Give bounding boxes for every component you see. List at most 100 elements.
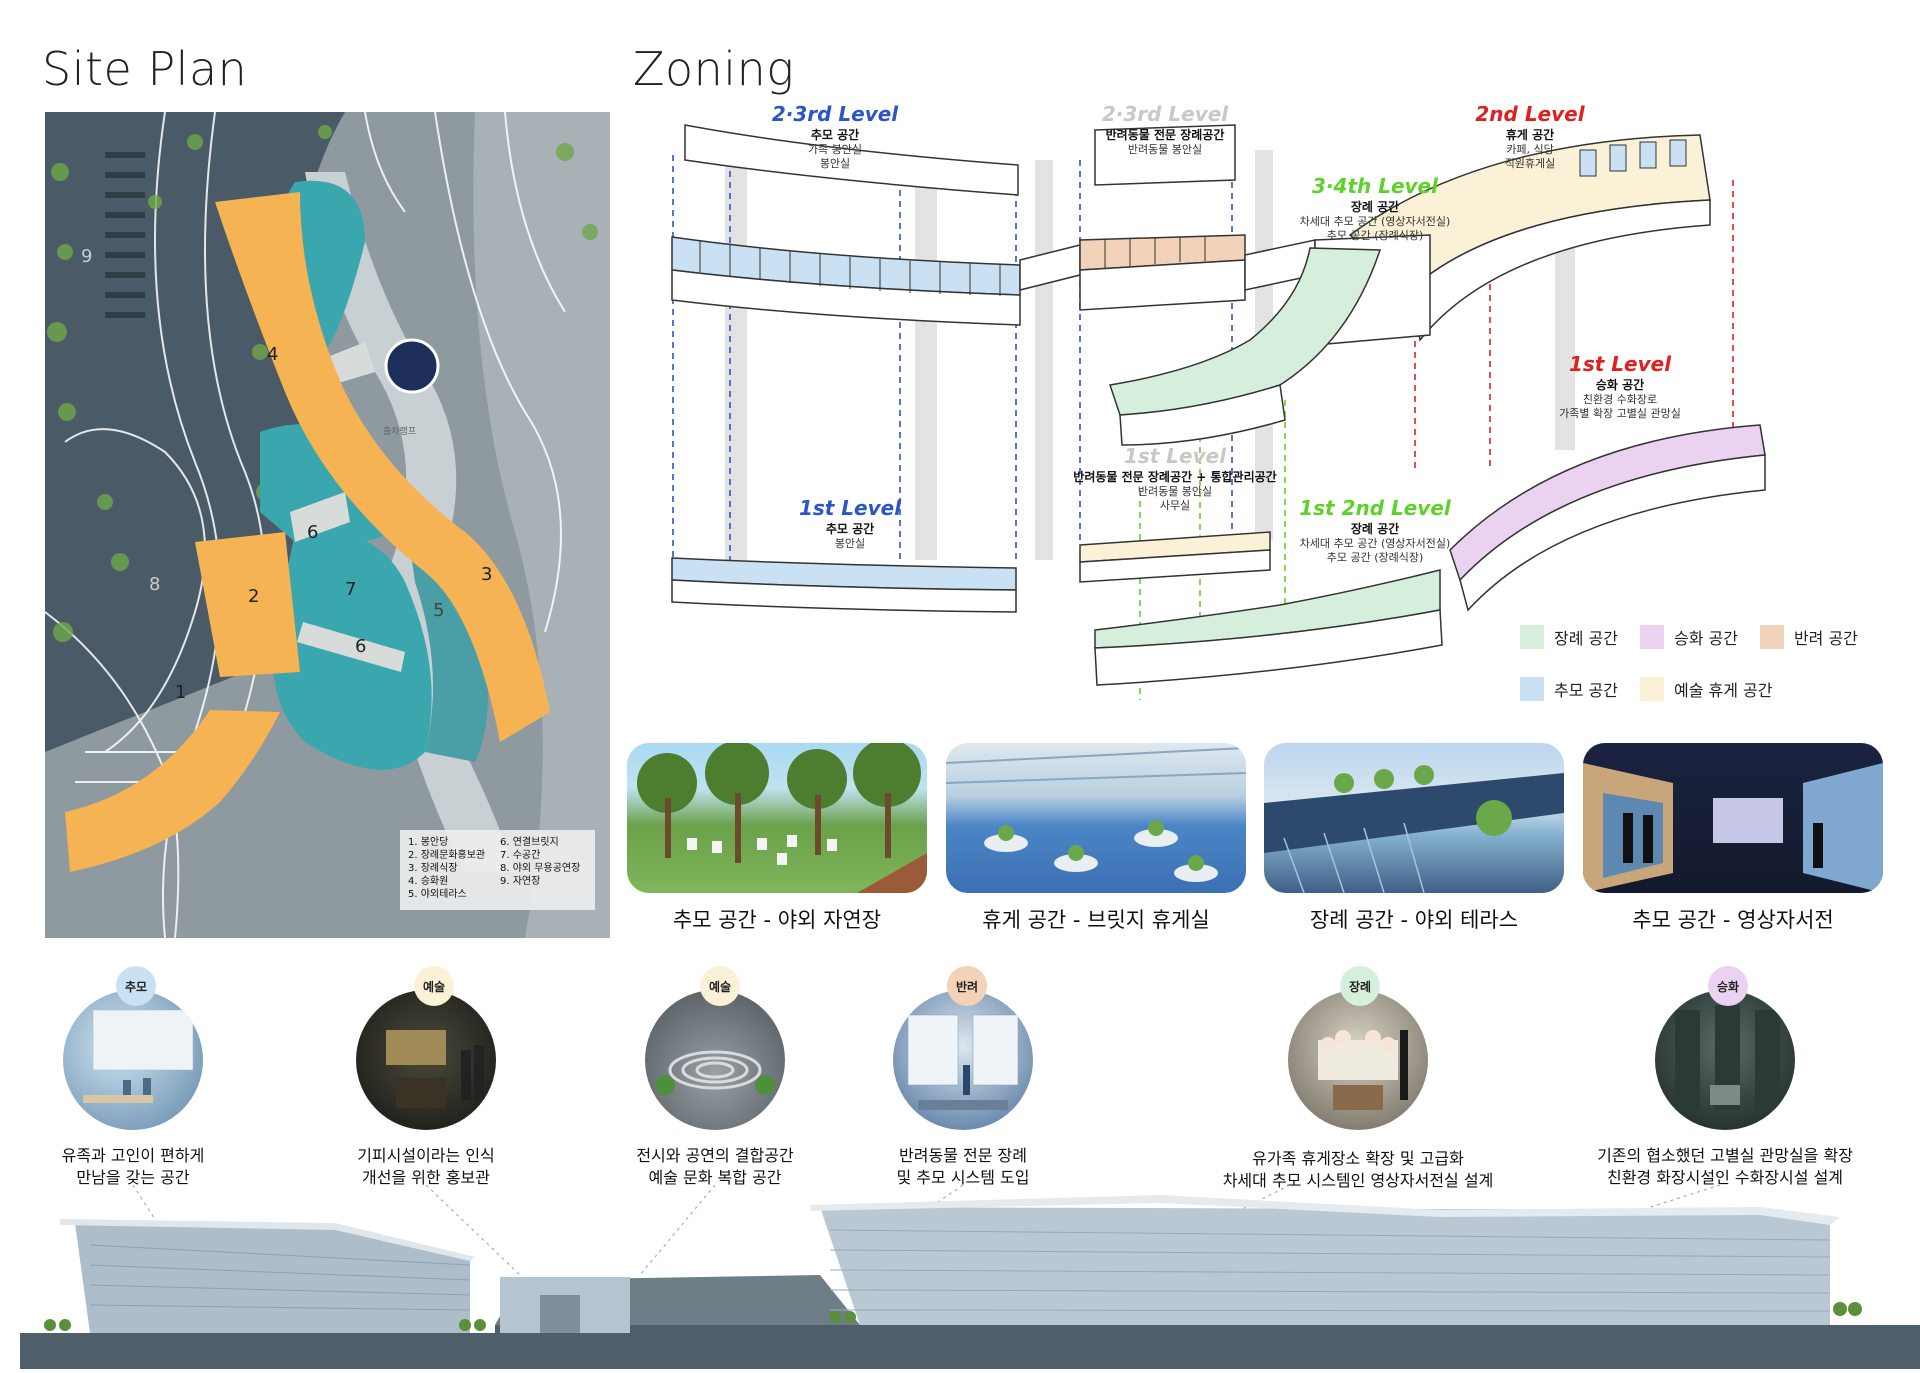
- site-legend-right: 6. 연결브릿지 7. 수공간 8. 야외 무용공연장 9. 자연장: [500, 836, 580, 888]
- photo-caption: 장례 공간 - 야외 테라스: [1309, 908, 1519, 932]
- legend-item-funeral: 장례 공간: [1520, 625, 1618, 649]
- circle-exhibition-image: [356, 990, 496, 1130]
- circle-caption-line: 만남을 갖는 공간: [76, 1168, 190, 1187]
- level-label: 1st Level: [1123, 444, 1227, 468]
- site-legend-item: 4. 승화원: [408, 876, 449, 887]
- zone-title: 추모 공간: [825, 522, 875, 536]
- zone-title: 반려동물 전문 장례공간: [1105, 128, 1225, 142]
- site-legend-item: 7. 수공간: [500, 850, 541, 861]
- zone-desc: 가족 봉안실: [807, 143, 863, 156]
- circle-cremation-scene: [1675, 1005, 1780, 1110]
- photo-bridge-lounge: [946, 743, 1246, 893]
- zone-desc: 봉안실: [834, 537, 866, 550]
- zone-desc: 차세대 추모 공간 (영상자서전실): [1299, 215, 1451, 228]
- zone-title: 휴게 공간: [1505, 128, 1555, 142]
- circle-caption: 기피시설이라는 인식 개선을 위한 홍보관: [326, 1145, 526, 1189]
- circle-caption-line: 친환경 화장시설인 수화장시설 설계: [1606, 1168, 1844, 1187]
- site-legend-item: 3. 장례식장: [408, 863, 458, 874]
- zone-number-5: 5: [433, 600, 445, 621]
- building-elevation: [0, 1184, 1920, 1369]
- zone-number-2: 2: [248, 586, 260, 607]
- level-label: 1st Level: [1568, 352, 1672, 376]
- legend-item-pet: 반려 공간: [1759, 625, 1858, 649]
- badge-art: 예술: [700, 966, 740, 1006]
- zone-number-6b: 6: [355, 636, 367, 657]
- circle-funeral-scene: [1318, 1030, 1408, 1110]
- photo-video-autobiography: [1583, 743, 1883, 893]
- zone-block-left-top: 2·3rd Level 추모 공간 가족 봉안실 봉안실: [705, 102, 965, 171]
- badge-memorial: 추모: [116, 966, 156, 1006]
- badge-funeral: 장례: [1340, 966, 1380, 1006]
- zone-block-memorial-ground: 1st Level 추모 공간 봉안실: [750, 496, 950, 551]
- legend-item-memorial: 추모 공간: [1520, 677, 1618, 701]
- zone-number-1: 1: [175, 682, 187, 703]
- photo-terrace-scene: [1264, 765, 1564, 893]
- level-label: 1st Level: [798, 496, 902, 520]
- legend-item-cremation: 승화 공간: [1639, 625, 1738, 649]
- circle-caption: 유가족 휴게장소 확장 및 고급화 차세대 추모 시스템인 영상자서전실 설계: [1208, 1148, 1508, 1192]
- legend-label: 반려 공간: [1793, 629, 1858, 648]
- zone-block-funeral-upper: 3·4th Level 장례 공간 차세대 추모 공간 (영상자서전실) 추모 …: [1275, 174, 1475, 243]
- zone-title: 반려동물 전문 장례공간 + 통합관리공간: [1073, 470, 1277, 484]
- zone-number-4: 4: [267, 344, 279, 365]
- zoning-drawing: [671, 124, 1766, 700]
- zone-block-funeral-lower: 1st 2nd Level 장례 공간 차세대 추모 공간 (영상자서전실) 추…: [1275, 496, 1475, 565]
- photo-outdoor-natural-burial: [627, 743, 927, 893]
- circle-caption-line: 기피시설이라는 인식: [357, 1146, 495, 1165]
- site-plan-map: 1 2 3 4 5 6 6 7 8 9 출차램프 1. 봉안당 2. 장례문화홍…: [44, 111, 610, 939]
- legend-label: 추모 공간: [1554, 681, 1618, 700]
- zone-desc: 반려동물 봉안실: [1137, 485, 1213, 498]
- zone-desc: 반려동물 봉안실: [1127, 143, 1203, 156]
- zone-desc: 친환경 수화장로: [1582, 393, 1658, 406]
- level-label: 3·4th Level: [1312, 174, 1438, 198]
- zone-number-9: 9: [81, 246, 93, 267]
- zone-desc: 사무실: [1159, 499, 1191, 512]
- circle-exhibition-scene: [386, 1030, 484, 1108]
- circle-performance-image: [645, 990, 785, 1130]
- site-legend-item: 8. 야외 무용공연장: [500, 863, 581, 874]
- zone-desc: 가족별 확장 고별실 관망실: [1559, 407, 1681, 420]
- badge-cremation: 승화: [1708, 966, 1748, 1006]
- zone-desc: 추모 공간 (장례식장): [1326, 229, 1424, 242]
- zone-desc: 봉안실: [819, 157, 851, 170]
- zone-number-3: 3: [481, 564, 493, 585]
- circle-caption-line: 차세대 추모 시스템인 영상자서전실 설계: [1222, 1171, 1494, 1190]
- badge-art: 예술: [414, 966, 454, 1006]
- site-legend-left: 1. 봉안당 2. 장례문화홍보관 3. 장례식장 4. 승화원 5. 야외테라…: [408, 836, 485, 901]
- site-legend-item: 6. 연결브릿지: [500, 837, 559, 848]
- level-label: 2·3rd Level: [1101, 102, 1229, 126]
- photo-outdoor-scene: [637, 743, 927, 893]
- circle-caption-line: 기존의 협소했던 고별실 관망실을 확장: [1597, 1146, 1853, 1165]
- level-label: 2·3rd Level: [771, 102, 899, 126]
- circle-caption-line: 예술 문화 복합 공간: [648, 1168, 782, 1187]
- photo-caption: 휴게 공간 - 브릿지 휴게실: [982, 908, 1210, 932]
- elevation-drawing: [20, 1184, 1920, 1369]
- site-legend-item: 1. 봉안당: [408, 837, 449, 848]
- zoning-legend: 장례 공간 승화 공간 반려 공간 추모 공간 예술 휴게 공간: [1520, 625, 1920, 701]
- circle-memorial-scene: [83, 1009, 194, 1103]
- road-label: 출차램프: [383, 427, 417, 437]
- circle-caption: 기존의 협소했던 고별실 관망실을 확장 친환경 화장시설인 수화장시설 설계: [1575, 1145, 1875, 1189]
- zone-title: 장례 공간: [1350, 522, 1400, 536]
- photo-caption: 추모 공간 - 야외 자연장: [672, 908, 882, 932]
- zone-number-7: 7: [345, 579, 357, 600]
- circle-pet-scene: [907, 1014, 1019, 1110]
- legend-label: 승화 공간: [1673, 629, 1738, 648]
- circle-caption-line: 전시와 공연의 결합공간: [636, 1146, 794, 1165]
- circle-caption: 전시와 공연의 결합공간 예술 문화 복합 공간: [615, 1145, 815, 1189]
- legend-item-art-rest: 예술 휴게 공간: [1639, 677, 1772, 701]
- circle-caption-line: 반려동물 전문 장례: [899, 1146, 1027, 1165]
- photo-video-scene: [1583, 763, 1883, 893]
- site-plan-drawing: [44, 111, 610, 939]
- photo-caption: 추모 공간 - 영상자서전: [1632, 908, 1834, 932]
- circle-caption-line: 및 추모 시스템 도입: [896, 1168, 1030, 1187]
- site-legend-item: 2. 장례문화홍보관: [408, 850, 486, 861]
- circle-caption: 반려동물 전문 장례 및 추모 시스템 도입: [863, 1145, 1063, 1189]
- zone-title: 승화 공간: [1595, 378, 1645, 392]
- circle-caption-line: 유가족 휴게장소 확장 및 고급화: [1252, 1149, 1464, 1168]
- site-legend: 1. 봉안당 2. 장례문화홍보관 3. 장례식장 4. 승화원 5. 야외테라…: [400, 830, 595, 910]
- level-label: 1st 2nd Level: [1299, 496, 1451, 520]
- zone-number-8: 8: [149, 574, 161, 595]
- circle-caption-line: 개선을 위한 홍보관: [362, 1168, 490, 1187]
- zone-desc: 카페, 식당: [1506, 143, 1554, 156]
